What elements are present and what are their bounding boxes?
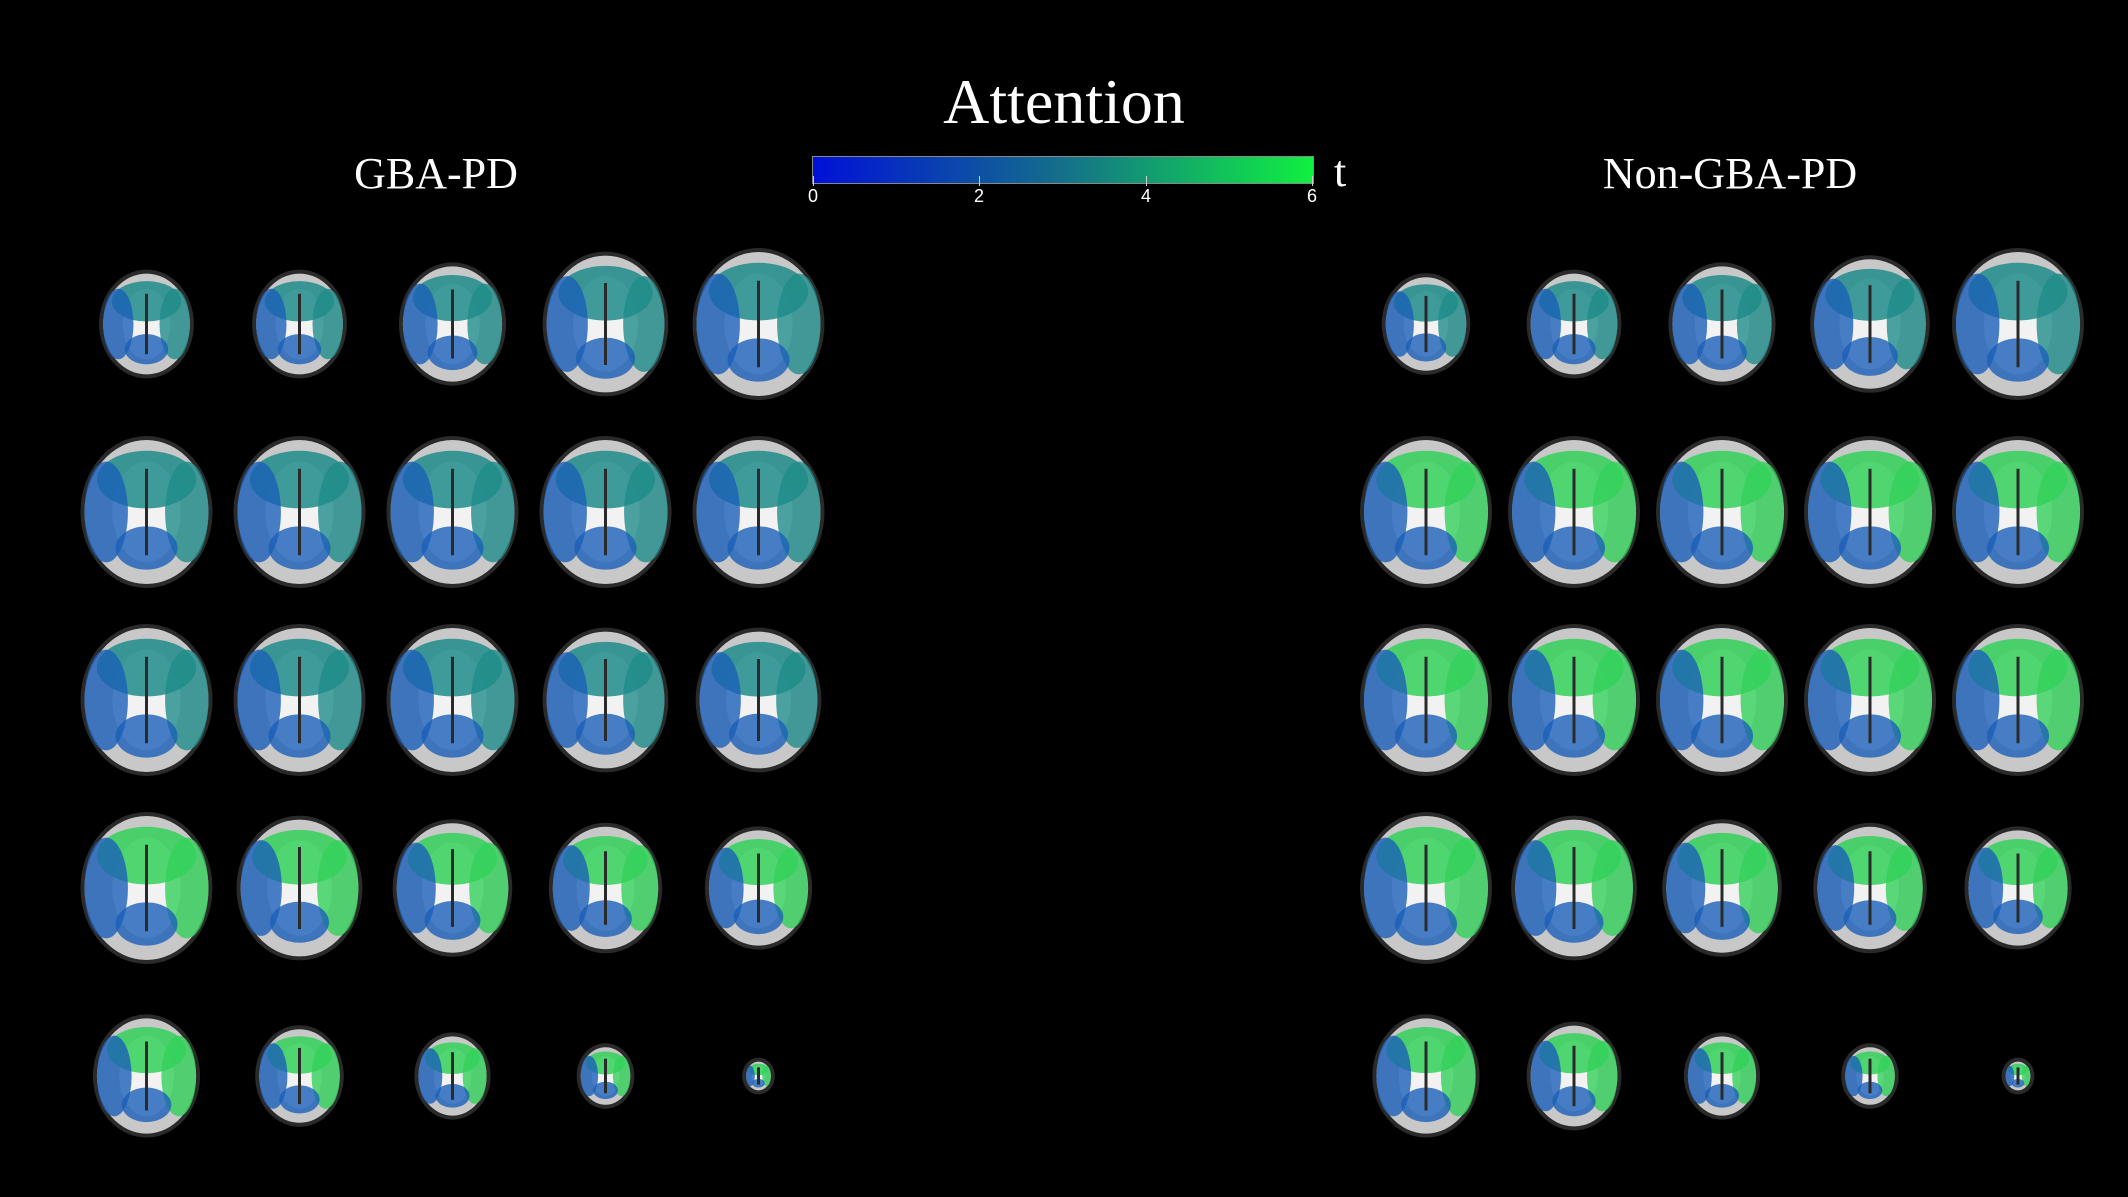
brain-slice-gba-pd-r5-c5 bbox=[742, 1057, 775, 1095]
colorbar-tickmark-2 bbox=[979, 176, 980, 186]
brain-slice-gba-pd-r3-c5 bbox=[695, 627, 822, 773]
brain-slice-non-gba-pd-r4-c1 bbox=[1360, 812, 1492, 964]
brain-slice-non-gba-pd-r1-c2 bbox=[1526, 269, 1622, 379]
brain-slice-non-gba-pd-r3-c3 bbox=[1656, 624, 1788, 776]
brain-slice-gba-pd-r4-c4 bbox=[548, 822, 663, 954]
brain-slice-non-gba-pd-r4-c3 bbox=[1662, 819, 1782, 957]
brain-slice-non-gba-pd-r4-c5 bbox=[1964, 826, 2072, 950]
brain-slice-gba-pd-r1-c1 bbox=[99, 269, 194, 379]
figure-title: Attention bbox=[943, 66, 1185, 137]
brain-slice-gba-pd-r4-c2 bbox=[236, 815, 363, 961]
brain-slice-non-gba-pd-r2-c1 bbox=[1360, 436, 1492, 588]
colorbar-tickmark-4 bbox=[1146, 176, 1147, 186]
brain-slice-non-gba-pd-r2-c2 bbox=[1508, 436, 1640, 588]
colorbar-label: t bbox=[1334, 147, 1347, 196]
colorbar-tick-0: 0 bbox=[807, 186, 818, 206]
brain-slice-gba-pd-r3-c2 bbox=[233, 624, 366, 776]
brain-slice-non-gba-pd-r3-c5 bbox=[1952, 624, 2084, 776]
brain-slice-gba-pd-r2-c5 bbox=[692, 436, 825, 588]
brain-slice-gba-pd-r5-c2 bbox=[255, 1025, 344, 1127]
brain-slice-gba-pd-r5-c1 bbox=[92, 1014, 201, 1138]
colorbar-tick-2: 2 bbox=[973, 186, 984, 206]
brain-slice-non-gba-pd-r4-c2 bbox=[1511, 815, 1637, 961]
brain-slice-gba-pd-r2-c4 bbox=[539, 436, 672, 588]
brain-slice-non-gba-pd-r5-c2 bbox=[1526, 1021, 1622, 1131]
brain-slice-non-gba-pd-r2-c5 bbox=[1952, 436, 2084, 588]
colorbar bbox=[812, 156, 1314, 184]
brain-slice-gba-pd-r4-c5 bbox=[704, 826, 813, 950]
brain-slice-non-gba-pd-r2-c3 bbox=[1656, 436, 1788, 588]
colorbar-tickmark-0 bbox=[813, 176, 814, 186]
brain-slice-gba-pd-r2-c1 bbox=[80, 436, 213, 588]
brain-slices-non-gba-pd bbox=[1360, 248, 2084, 1138]
brain-slice-non-gba-pd-r3-c4 bbox=[1804, 624, 1936, 776]
brain-slice-gba-pd-r3-c4 bbox=[542, 627, 669, 773]
brain-slice-non-gba-pd-r1-c5 bbox=[1952, 248, 2084, 400]
brain-slice-gba-pd-r3-c1 bbox=[80, 624, 213, 776]
brain-slice-non-gba-pd-r5-c5 bbox=[2001, 1057, 2035, 1095]
brain-slice-non-gba-pd-r5-c3 bbox=[1683, 1032, 1761, 1120]
brain-slice-gba-pd-r3-c3 bbox=[386, 624, 519, 776]
brain-slice-non-gba-pd-r4-c4 bbox=[1813, 822, 1927, 954]
brain-slice-gba-pd-r1-c3 bbox=[398, 262, 507, 386]
brain-slice-non-gba-pd-r1-c4 bbox=[1810, 255, 1930, 393]
brain-slice-non-gba-pd-r3-c1 bbox=[1360, 624, 1492, 776]
brain-slice-gba-pd-r2-c3 bbox=[386, 436, 519, 588]
brain-slices-gba-pd bbox=[80, 248, 825, 1138]
brain-slice-gba-pd-r4-c3 bbox=[392, 819, 513, 957]
brain-slice-non-gba-pd-r2-c4 bbox=[1804, 436, 1936, 588]
brain-slice-non-gba-pd-r1-c1 bbox=[1381, 273, 1471, 375]
colorbar-tick-6: 6 bbox=[1306, 186, 1317, 206]
brain-slice-non-gba-pd-r1-c3 bbox=[1668, 262, 1776, 386]
brain-slice-gba-pd-r1-c4 bbox=[542, 251, 669, 397]
brain-slice-gba-pd-r1-c5 bbox=[692, 248, 825, 400]
brain-slice-non-gba-pd-r5-c4 bbox=[1841, 1043, 1899, 1109]
brain-slice-non-gba-pd-r3-c2 bbox=[1508, 624, 1640, 776]
brain-slice-gba-pd-r1-c2 bbox=[252, 269, 347, 379]
brain-slice-non-gba-pd-r5-c1 bbox=[1372, 1014, 1480, 1138]
brain-slice-gba-pd-r4-c1 bbox=[80, 812, 213, 964]
brain-slice-gba-pd-r5-c4 bbox=[576, 1043, 635, 1109]
colorbar-tick-4: 4 bbox=[1140, 186, 1151, 206]
brain-slice-gba-pd-r2-c2 bbox=[233, 436, 366, 588]
brain-slice-gba-pd-r5-c3 bbox=[414, 1032, 491, 1120]
colorbar-tickmark-6 bbox=[1312, 176, 1313, 186]
group-title-gba-pd: GBA-PD bbox=[354, 149, 518, 198]
group-title-non-gba-pd: Non-GBA-PD bbox=[1602, 149, 1858, 198]
